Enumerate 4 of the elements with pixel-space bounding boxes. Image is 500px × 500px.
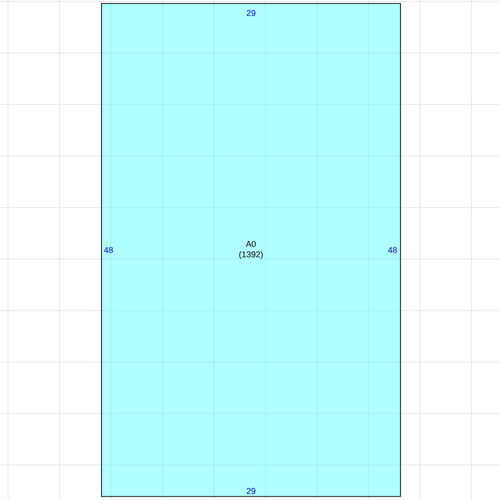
dimension-label: 48 (104, 247, 113, 253)
dimension-label: 29 (246, 488, 256, 494)
dimension-label: 29 (246, 10, 256, 16)
dimension-label: 48 (388, 247, 397, 253)
